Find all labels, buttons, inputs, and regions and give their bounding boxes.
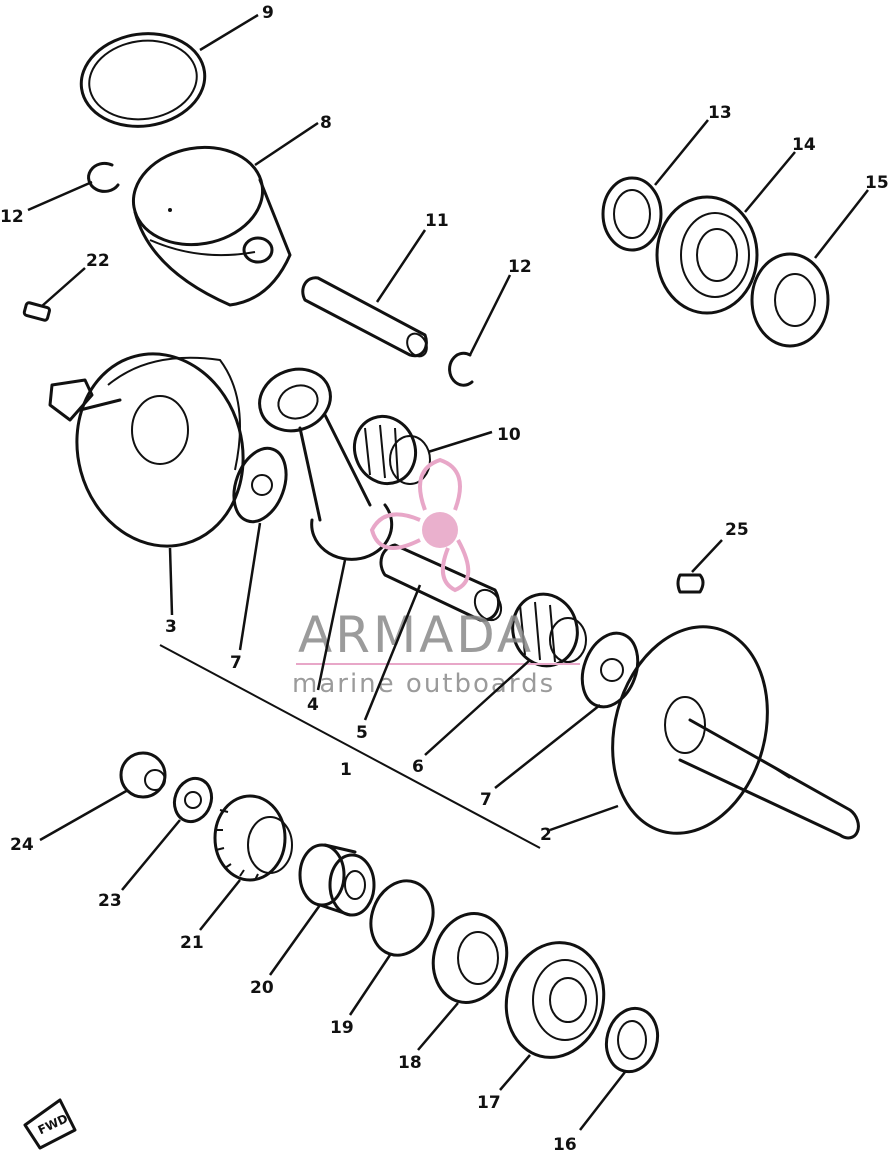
piston-pin-clip-left xyxy=(87,161,120,193)
callout-25: 25 xyxy=(725,520,749,540)
callout-19: 19 xyxy=(330,1018,354,1038)
leader-13 xyxy=(654,119,709,186)
small-end-bearing xyxy=(353,414,431,486)
bearing-top-right xyxy=(655,195,759,315)
callout-2: 2 xyxy=(540,825,552,845)
leader-10 xyxy=(427,430,493,454)
callout-4: 4 xyxy=(307,695,319,715)
callout-23: 23 xyxy=(98,891,122,911)
callout-21: 21 xyxy=(180,933,204,953)
washer-lower-left xyxy=(172,776,214,824)
watermark-logo xyxy=(369,457,471,593)
callout-6: 6 xyxy=(412,757,424,777)
leader-16 xyxy=(579,1071,626,1131)
forward-direction-marker: FWD xyxy=(23,1098,77,1150)
leader-23 xyxy=(121,819,181,891)
leader-12a xyxy=(27,180,93,212)
piston-ring xyxy=(79,32,207,128)
leader-24 xyxy=(39,788,129,842)
leader-7b xyxy=(494,704,601,789)
piston-pin xyxy=(301,276,428,358)
leader-2 xyxy=(549,804,619,832)
callout-20: 20 xyxy=(250,978,274,998)
leader-6 xyxy=(424,659,531,756)
callout-12-left: 12 xyxy=(0,207,24,227)
leader-14 xyxy=(744,151,796,213)
callout-16: 16 xyxy=(553,1135,577,1152)
callout-22: 22 xyxy=(86,251,110,271)
leader-21 xyxy=(199,879,241,931)
leader-22 xyxy=(41,267,86,307)
leader-5 xyxy=(363,584,422,721)
leader-4 xyxy=(316,559,347,691)
callout-15: 15 xyxy=(865,173,889,193)
leader-20 xyxy=(268,904,322,976)
leader-15 xyxy=(814,189,869,259)
washer-top-right xyxy=(601,176,663,252)
piston xyxy=(131,145,292,307)
callout-7-right: 7 xyxy=(480,790,492,810)
callout-10: 10 xyxy=(497,425,521,445)
leader-25 xyxy=(691,539,723,573)
leader-18 xyxy=(417,1002,459,1051)
watermark-tagline: marine outboards xyxy=(292,669,555,699)
leader-11 xyxy=(375,229,427,303)
woodruff-key xyxy=(676,573,705,594)
leader-7a xyxy=(238,522,262,651)
thrust-washer-left xyxy=(232,446,288,524)
thrust-washer-right xyxy=(580,631,640,709)
callout-14: 14 xyxy=(792,135,816,155)
crank-pin xyxy=(379,543,503,622)
callout-18: 18 xyxy=(398,1053,422,1073)
leader-8 xyxy=(254,121,319,167)
callout-8: 8 xyxy=(320,113,332,133)
piston-pin-clip-right xyxy=(448,351,474,387)
locating-pin xyxy=(22,301,51,322)
collar xyxy=(119,751,167,799)
oil-seal-lower xyxy=(431,912,509,1004)
leader-17 xyxy=(499,1054,531,1091)
leader-19 xyxy=(348,954,392,1016)
callout-12-right: 12 xyxy=(508,257,532,277)
callout-13: 13 xyxy=(708,103,732,123)
leader-9 xyxy=(199,13,259,52)
oil-seal-top-right xyxy=(750,252,830,348)
connecting-rod xyxy=(258,367,394,561)
callout-3: 3 xyxy=(165,617,177,637)
callout-1: 1 xyxy=(340,760,352,780)
callout-11: 11 xyxy=(425,211,449,231)
bearing-lower xyxy=(504,941,606,1059)
circlip xyxy=(369,879,435,957)
callout-5: 5 xyxy=(356,723,368,743)
crank-wheel-left xyxy=(48,352,245,548)
callout-17: 17 xyxy=(477,1093,501,1113)
crank-wheel-right xyxy=(611,625,860,840)
primary-drive-gear xyxy=(213,794,293,882)
washer-lower-right xyxy=(604,1006,660,1074)
callout-7-left: 7 xyxy=(230,653,242,673)
leader-12b xyxy=(468,274,512,356)
leader-3 xyxy=(168,547,174,616)
assembly-bracket-line xyxy=(159,644,541,849)
callout-24: 24 xyxy=(10,835,34,855)
spacer xyxy=(298,843,376,917)
callout-9: 9 xyxy=(262,3,274,23)
watermark-brand: ARMADA xyxy=(298,606,534,664)
